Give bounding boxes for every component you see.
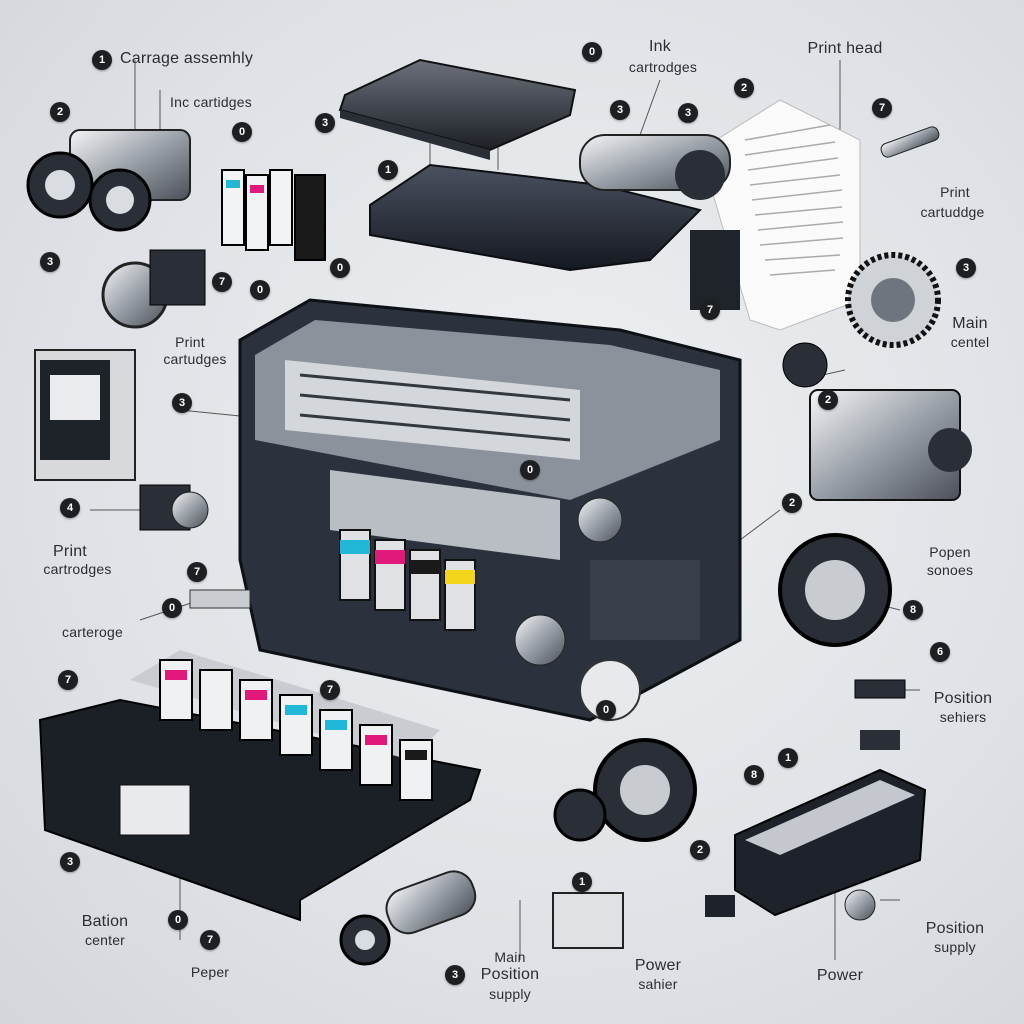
label-print-cartridges-mid-2: cartudges bbox=[163, 351, 227, 367]
pin-part bbox=[880, 126, 940, 158]
callout-badge: 7 bbox=[320, 680, 340, 700]
printer-chassis bbox=[238, 298, 742, 722]
callout-badge: 0 bbox=[168, 910, 188, 930]
callout-badge: 2 bbox=[734, 78, 754, 98]
ink-cartridges-set-top bbox=[221, 169, 326, 261]
label-power-bottom: Power bbox=[816, 967, 864, 984]
label-main-control-2: centel bbox=[950, 334, 990, 350]
callout-badge: 2 bbox=[50, 102, 70, 122]
callout-badge: 1 bbox=[92, 50, 112, 70]
label-bation-center-2: center bbox=[84, 932, 126, 948]
callout-badge: 1 bbox=[378, 160, 398, 180]
callout-badge: 0 bbox=[520, 460, 540, 480]
callout-badge: 7 bbox=[58, 670, 78, 690]
callout-badge: 0 bbox=[330, 258, 350, 278]
label-print-head: Print head bbox=[807, 40, 883, 57]
callout-badge: 3 bbox=[678, 103, 698, 123]
label-print-cartridges-left-2: cartrodges bbox=[43, 561, 112, 577]
gear-right bbox=[845, 252, 941, 348]
inner-ink-cartridges bbox=[339, 529, 476, 631]
callout-badge: 4 bbox=[60, 498, 80, 518]
power-supply-unit bbox=[734, 768, 927, 921]
label-power-sensor-2: sahier bbox=[638, 976, 678, 992]
callout-badge: 0 bbox=[250, 280, 270, 300]
callout-badge: 8 bbox=[903, 600, 923, 620]
callout-badge: 0 bbox=[582, 42, 602, 62]
label-ink-cartridges-top: Inc cartidges bbox=[170, 94, 252, 110]
label-position-sensors-2: sehiers bbox=[939, 709, 987, 725]
label-print-cartridge-right-2: cartuddge bbox=[920, 204, 985, 220]
main-control-unit bbox=[782, 342, 972, 501]
callout-badge: 7 bbox=[212, 272, 232, 292]
front-cartridge-tray bbox=[38, 650, 482, 922]
label-cartridge-left: carteroge bbox=[62, 624, 123, 640]
callout-badge: 7 bbox=[872, 98, 892, 118]
label-position-supply-2: supply bbox=[934, 939, 976, 955]
label-paper-bottom: Peper bbox=[190, 964, 230, 980]
motor-left bbox=[101, 249, 206, 329]
label-print-cartridges-left-1: Print bbox=[53, 543, 87, 560]
callout-badge: 3 bbox=[315, 113, 335, 133]
scanner-lid bbox=[338, 58, 577, 160]
label-print-cartridges-mid-1: Print bbox=[175, 334, 205, 350]
callout-badge: 3 bbox=[610, 100, 630, 120]
label-main-position-supply-2: Position bbox=[480, 966, 540, 983]
callout-badge: 7 bbox=[200, 930, 220, 950]
callout-badge: 3 bbox=[956, 258, 976, 278]
callout-badge: 0 bbox=[232, 122, 252, 142]
small-box-bottom bbox=[552, 679, 906, 949]
label-cartridges-top: cartrodges bbox=[628, 59, 698, 75]
label-power-sensor-1: Power bbox=[634, 957, 682, 974]
label-paper-sensors-1: Popen bbox=[929, 544, 971, 560]
callout-badge: 7 bbox=[187, 562, 207, 582]
label-paper-sensors-2: sonoes bbox=[926, 562, 974, 578]
wheel-front bbox=[553, 738, 697, 842]
wheel-right bbox=[778, 533, 892, 647]
callout-badge: 2 bbox=[818, 390, 838, 410]
top-cover bbox=[369, 163, 702, 272]
callout-badge: 8 bbox=[744, 765, 764, 785]
label-main-position-supply-1: Main bbox=[494, 949, 526, 965]
label-main-position-supply-3: supply bbox=[489, 986, 531, 1002]
control-box-left bbox=[34, 349, 136, 481]
callout-badge: 0 bbox=[596, 700, 616, 720]
callout-badge: 1 bbox=[572, 872, 592, 892]
label-carriage-assembly: Carrage assemhly bbox=[120, 50, 254, 67]
label-main-control-1: Main bbox=[952, 315, 988, 332]
print-head-part bbox=[579, 134, 740, 310]
callout-badge: 3 bbox=[172, 393, 192, 413]
label-position-sensors-1: Position bbox=[933, 690, 993, 707]
label-bation-center-1: Bation bbox=[81, 913, 129, 930]
callout-badge: 2 bbox=[690, 840, 710, 860]
callout-badge: 2 bbox=[782, 493, 802, 513]
small-parts-left bbox=[139, 484, 251, 609]
callout-badge: 6 bbox=[930, 642, 950, 662]
label-ink-top: Ink bbox=[649, 38, 671, 55]
callout-badge: 7 bbox=[700, 300, 720, 320]
carriage-assembly-part bbox=[26, 129, 191, 232]
roller-motor-bottom bbox=[339, 870, 477, 966]
label-print-cartridge-right-1: Print bbox=[940, 184, 970, 200]
callout-badge: 3 bbox=[445, 965, 465, 985]
callout-badge: 3 bbox=[40, 252, 60, 272]
label-position-supply-1: Position bbox=[925, 920, 985, 937]
callout-badge: 3 bbox=[60, 852, 80, 872]
callout-badge: 1 bbox=[778, 748, 798, 768]
callout-badge: 0 bbox=[162, 598, 182, 618]
